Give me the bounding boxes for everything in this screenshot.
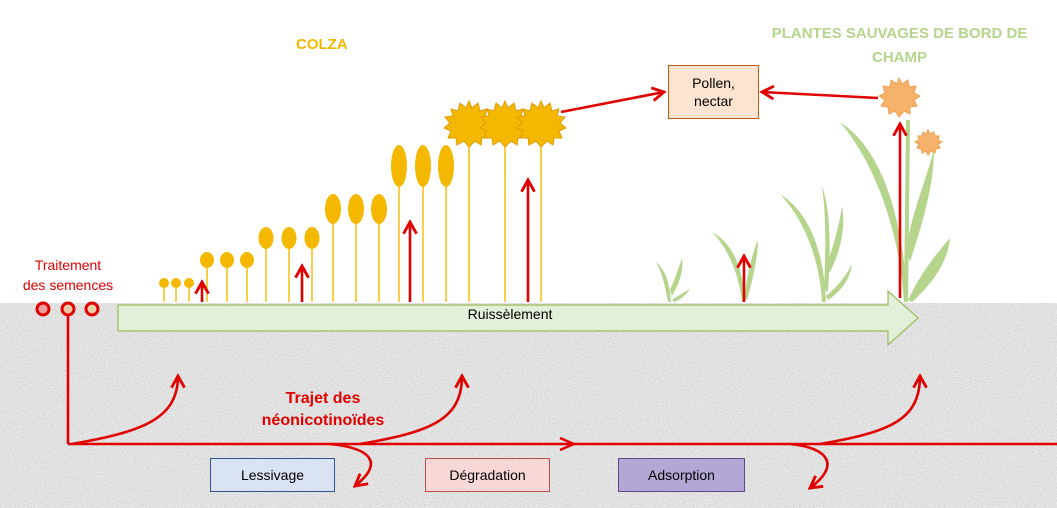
seed-treatment-label: Traitement des semences [18, 255, 118, 295]
uptake-curve-3 [819, 376, 920, 446]
seed-2 [60, 301, 76, 317]
bud-stage-2 [200, 252, 214, 268]
pollen-line2: nectar [694, 93, 733, 109]
seed-treatment-line1: Traitement [34, 257, 102, 273]
bud-stage-1 [159, 278, 169, 288]
bud-stage-3 [258, 227, 274, 249]
crop-title: COLZA [296, 36, 348, 53]
arrowhead-main-mid [559, 436, 578, 452]
wild-plants-title: PLANTES SAUVAGES DE BORD DE CHAMP [752, 22, 1047, 70]
seed-1 [35, 301, 51, 317]
leaching-box: Lessivage [210, 458, 335, 492]
wild-plants-title-line2: CHAMP [872, 49, 927, 66]
wild-plant-medium [780, 194, 826, 302]
pathway-label-line1: Trajet des [285, 390, 361, 407]
uptake-curve-1 [71, 376, 178, 446]
wild-flowers [878, 76, 944, 156]
flower-to-pollen-arrow [560, 92, 664, 114]
seedling-2 [712, 232, 745, 302]
crop-buds [159, 145, 454, 288]
degradation-box: Dégradation [425, 458, 550, 492]
wild-to-pollen-arrow [762, 92, 879, 98]
pathway-label: Trajet des néonicotinoïdes [258, 388, 388, 432]
adsorption-box: Adsorption [618, 458, 745, 492]
leaching-curve-1 [329, 442, 372, 486]
pathway-label-line2: néonicotinoïdes [261, 412, 385, 429]
seed-treatment-line2: des semences [22, 277, 114, 293]
uptake-curve-2 [359, 376, 462, 446]
seed-3 [84, 301, 100, 317]
wild-plants [656, 120, 950, 302]
crop-flower-2 [479, 99, 531, 148]
seedling-1 [656, 262, 671, 302]
bud-stage-4 [325, 194, 341, 224]
pollen-nectar-box: Pollen, nectar [668, 65, 759, 119]
wild-plants-title-line1: PLANTES SAUVAGES DE BORD DE [771, 25, 1028, 42]
neonicotinoid-pathways [66, 92, 1057, 488]
runoff-label: Ruissèlement [467, 306, 553, 322]
runoff-arrow [117, 289, 919, 347]
wild-flower-small [913, 128, 944, 156]
bud-stage-5 [391, 145, 407, 187]
crop-flower-1 [443, 99, 495, 148]
wild-flower-large [878, 76, 921, 118]
crop-flowers [443, 99, 567, 148]
wild-plant-large [840, 122, 908, 302]
treated-seeds [35, 301, 100, 317]
crop-stems [163, 138, 542, 302]
crop-flower-3 [515, 99, 567, 148]
pollen-line1: Pollen, [692, 75, 735, 91]
leaching-curve-2 [789, 442, 829, 488]
